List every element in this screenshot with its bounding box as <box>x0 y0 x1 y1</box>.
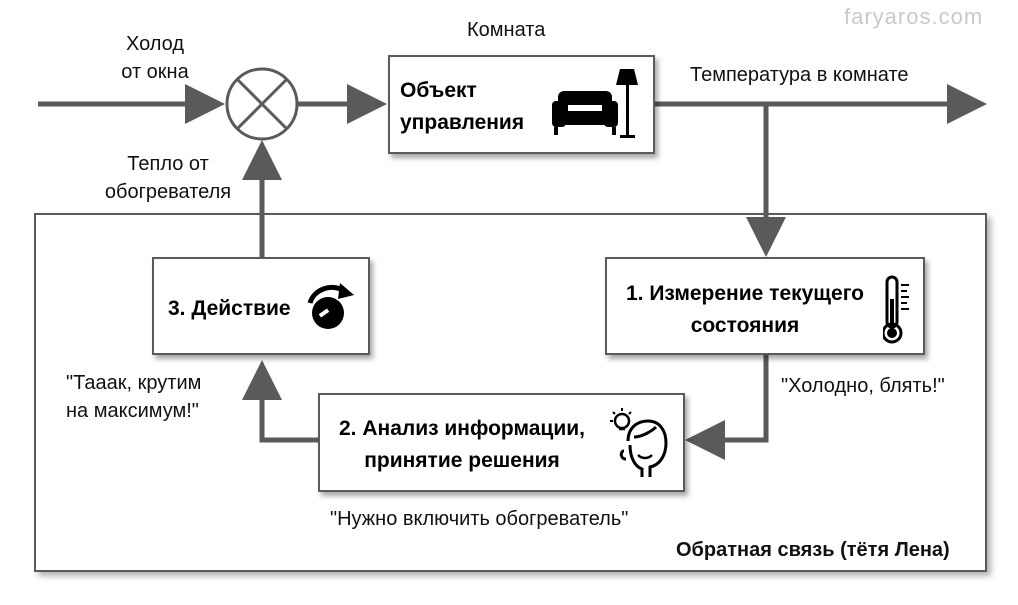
heat-input-line1: Тепло от <box>127 153 209 175</box>
measure-line2: состояния <box>690 314 800 337</box>
armchair-lamp-icon <box>550 67 642 148</box>
measure-box: 1. Измерение текущего состояния <box>605 257 925 355</box>
summing-junction-icon <box>225 67 299 141</box>
analyze-box: 2. Анализ информации, принятие решения <box>318 393 685 492</box>
quote-turn-line1: "Тааак, крутим <box>66 372 202 394</box>
plant-title: Объект управления <box>400 75 524 139</box>
measure-title: 1. Измерение текущего состояния <box>615 278 875 342</box>
thinking-person-icon <box>608 407 670 488</box>
output-label: Температура в комнате <box>690 64 909 86</box>
feedback-label: Обратная связь (тётя Лена) <box>676 539 950 561</box>
quote-cold: "Холодно, блять!" <box>781 375 945 397</box>
plant-box: Объект управления <box>388 55 655 154</box>
cold-input-line1: Холод <box>125 33 185 55</box>
cold-input-line2: от окна <box>121 61 189 83</box>
cold-input-label: Холод от окна <box>100 30 210 86</box>
quote-turn-line2: на максимум!" <box>66 400 199 422</box>
plant-line2: управления <box>400 111 525 134</box>
analyze-line1: 2. Анализ информации, <box>339 417 585 440</box>
feedback-frame <box>34 213 987 572</box>
action-title: 3. Действие <box>168 297 291 320</box>
heat-input-label: Тепло от обогревателя <box>88 150 248 206</box>
analyze-line2: принятие решения <box>364 449 560 472</box>
arrow-measure-to-analyze <box>685 355 769 460</box>
watermark: faryaros.com <box>844 4 984 29</box>
knob-turn-icon <box>304 281 360 342</box>
plant-caption: Комната <box>467 19 546 41</box>
plant-line1: Объект <box>400 79 477 102</box>
quote-heater: "Нужно включить обогреватель" <box>330 508 629 530</box>
thermometer-icon <box>881 275 913 352</box>
analyze-title: 2. Анализ информации, принятие решения <box>326 413 598 477</box>
measure-line1: 1. Измерение текущего <box>625 282 865 305</box>
heat-input-line2: обогревателя <box>104 181 232 203</box>
arrow-analyze-to-action <box>242 360 318 443</box>
quote-turn: "Тааак, крутим на максимум!" <box>66 369 201 425</box>
action-box: 3. Действие <box>152 257 370 355</box>
